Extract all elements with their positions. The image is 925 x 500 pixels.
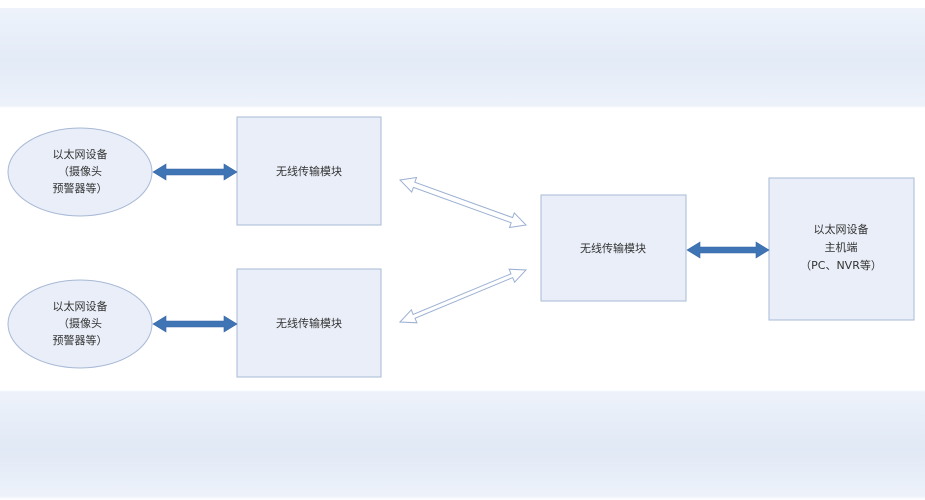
wireless-link-arrow-lower (398, 268, 528, 324)
ethernet-device-1-line-3: 预警器等） (53, 181, 108, 195)
ethernet-device-1-shape (7, 127, 153, 217)
ethernet-device-1-line-1: 以太网设备 (53, 147, 108, 161)
ethernet-device-2[interactable]: 以太网设备 （摄像头 预警器等） (7, 279, 153, 369)
ethernet-device-1[interactable]: 以太网设备 （摄像头 预警器等） (7, 127, 153, 217)
wireless-module-center-label: 无线传输模块 (580, 241, 646, 255)
wireless-module-1-label: 无线传输模块 (276, 164, 342, 178)
ethernet-device-2-shape (7, 279, 153, 369)
host-device-line-3: （PC、NVR等） (800, 258, 882, 272)
host-device[interactable]: 以太网设备 主机端 （PC、NVR等） (768, 177, 915, 321)
wireless-module-1-shape (236, 116, 382, 226)
host-device-line-2: 主机端 (825, 240, 858, 254)
solid-arrow-device1-wireless1 (152, 163, 238, 181)
ethernet-device-2-line-2: （摄像头 (58, 316, 102, 330)
wireless-module-2-label: 无线传输模块 (276, 316, 342, 330)
host-device-line-1: 以太网设备 (814, 222, 869, 236)
wireless-link-arrow-upper (398, 176, 528, 229)
wireless-module-1[interactable]: 无线传输模块 (236, 116, 382, 226)
host-device-shape (768, 177, 915, 321)
wireless-module-2-shape (236, 268, 382, 378)
wireless-module-center[interactable]: 无线传输模块 (540, 194, 687, 302)
ethernet-device-2-line-3: 预警器等） (53, 333, 108, 347)
ethernet-device-2-line-1: 以太网设备 (53, 299, 108, 313)
solid-arrow-center-host (686, 241, 770, 259)
wireless-module-center-shape (540, 194, 687, 302)
wireless-module-2[interactable]: 无线传输模块 (236, 268, 382, 378)
ethernet-device-1-line-2: （摄像头 (58, 164, 102, 178)
solid-arrow-device2-wireless2 (152, 315, 238, 333)
